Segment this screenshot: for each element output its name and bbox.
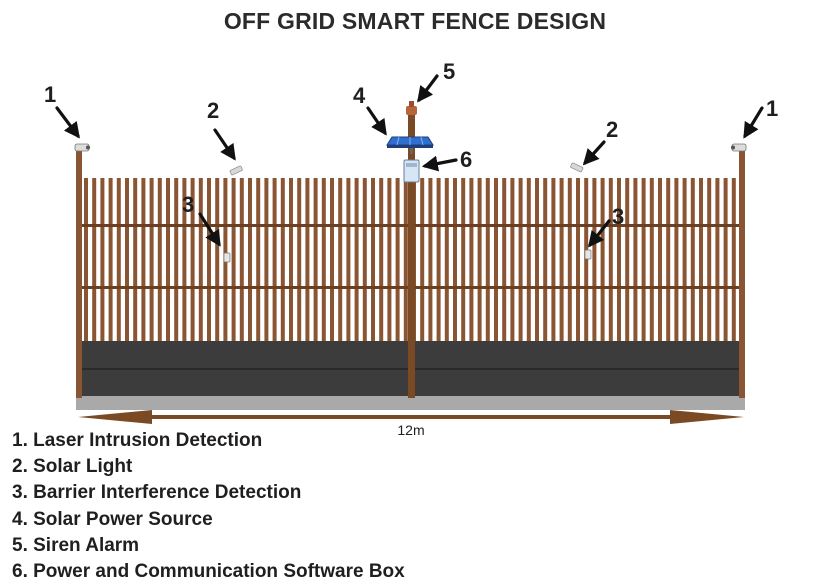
laser-sensor-left bbox=[74, 143, 90, 152]
callout-arrow-2-left bbox=[213, 128, 236, 161]
legend-item-box: 6. Power and Communication Software Box bbox=[12, 561, 405, 583]
callout-number-5: 5 bbox=[443, 59, 455, 84]
legend-item-siren: 5. Siren Alarm bbox=[12, 534, 140, 556]
solar-light-right bbox=[570, 162, 584, 173]
callout-arrow-2-right bbox=[582, 140, 606, 166]
laser-sensor-right bbox=[731, 143, 747, 152]
callout-number-1-right: 1 bbox=[766, 96, 778, 121]
callout-arrow-5 bbox=[417, 74, 439, 103]
legend-item-laser: 1. Laser Intrusion Detection bbox=[12, 430, 263, 451]
concrete-base bbox=[76, 396, 745, 410]
callout-number-2-right: 2 bbox=[606, 117, 618, 142]
legend-item-solar-light: 2. Solar Light bbox=[12, 456, 133, 478]
solar-light-left bbox=[229, 165, 243, 176]
callout-number-1-left: 1 bbox=[44, 82, 56, 107]
callout-arrow-1-right bbox=[743, 106, 764, 139]
center-pole bbox=[408, 112, 415, 398]
siren-alarm bbox=[406, 101, 417, 115]
barrier-sensor-left bbox=[223, 252, 231, 263]
legend-item-barrier: 3. Barrier Interference Detection bbox=[12, 482, 302, 504]
legend-list: 1. Laser Intrusion Detection 2. Solar Li… bbox=[12, 428, 405, 585]
power-communication-box bbox=[403, 159, 420, 183]
left-post bbox=[76, 150, 82, 398]
callout-number-3-left: 3 bbox=[182, 192, 194, 217]
callout-arrow-3-left bbox=[198, 212, 221, 247]
callout-arrow-6 bbox=[421, 155, 458, 172]
right-post bbox=[739, 150, 745, 398]
callout-number-3-right: 3 bbox=[612, 204, 624, 229]
dimension-label: 12m bbox=[397, 422, 424, 438]
callout-arrow-3-right bbox=[588, 219, 611, 248]
barrier-sensor-right bbox=[584, 249, 592, 260]
callout-number-6: 6 bbox=[460, 147, 472, 172]
callout-number-2-left: 2 bbox=[207, 98, 219, 123]
callout-number-4: 4 bbox=[353, 83, 366, 108]
callout-arrow-1-left bbox=[55, 106, 80, 139]
dimension-arrow bbox=[78, 410, 744, 424]
callout-arrow-4 bbox=[366, 106, 387, 136]
legend-item-solar-power: 4. Solar Power Source bbox=[12, 508, 213, 530]
diagram-title: OFF GRID SMART FENCE DESIGN bbox=[223, 8, 607, 34]
solar-panel bbox=[386, 136, 434, 154]
